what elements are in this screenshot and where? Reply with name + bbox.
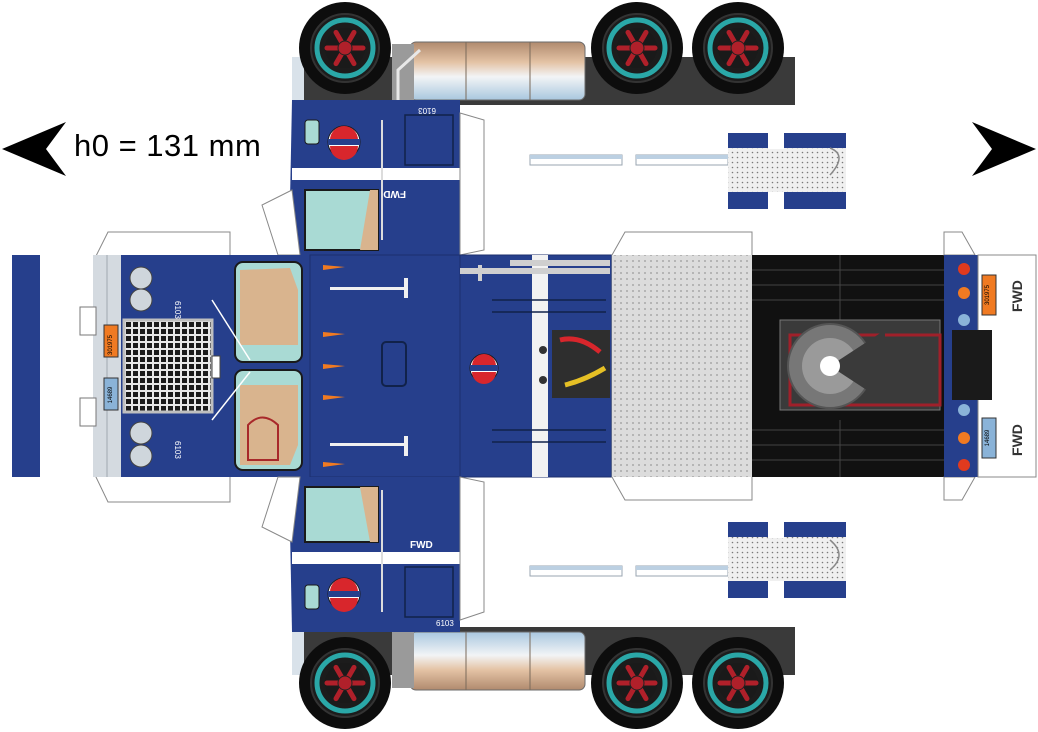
arrow-left-icon xyxy=(2,122,66,176)
plate-number-left-lower: 14689 xyxy=(108,386,114,403)
wheel-top-front xyxy=(299,2,391,94)
arrow-right-icon xyxy=(972,122,1036,176)
fwd-text-bottom: FWD xyxy=(410,540,433,551)
headlights-upper xyxy=(129,266,153,312)
emblem-logo-icon xyxy=(469,353,499,384)
cab-side-top: 6103 FWD xyxy=(290,100,460,255)
flaps-bottom xyxy=(261,476,485,621)
fwd-text-top: FWD xyxy=(383,188,406,199)
plate-number-rear-bottom: 14689 xyxy=(985,429,991,446)
plate-number-rear-top: 301975 xyxy=(985,284,991,305)
fwd-text-rear-bottom: FWD xyxy=(1009,424,1025,456)
stack-piece-top xyxy=(529,133,846,209)
rear-deck xyxy=(611,231,944,501)
wheel-bottom-rear-2 xyxy=(692,637,784,729)
unit-number-bottom: 6103 xyxy=(436,619,454,628)
wheel-bottom-front xyxy=(299,637,391,729)
cab-roof xyxy=(309,254,461,478)
scale-label: h0 = 131 mm xyxy=(74,128,262,163)
unit-number-top: 6103 xyxy=(418,106,436,115)
cab-rear-panel xyxy=(459,254,613,478)
wheel-top-rear-1 xyxy=(591,2,683,94)
cab-side-bottom: 6103 FWD xyxy=(290,477,460,632)
unit-number-hood-top: 6103 xyxy=(173,301,182,319)
wheels xyxy=(299,2,784,729)
emblem-logo-icon xyxy=(327,125,361,160)
rear-bumper-panel: 301975 14689 FWD FWD xyxy=(943,231,1037,501)
stack-piece-bottom xyxy=(529,522,846,598)
wheel-top-rear-2 xyxy=(692,2,784,94)
emblem-logo-icon xyxy=(327,577,361,612)
headlights-lower xyxy=(129,421,153,468)
hood-front: 301975 14689 6103 6103 xyxy=(12,255,230,477)
windshield-panel xyxy=(211,255,310,477)
fwd-text-rear-top: FWD xyxy=(1009,280,1025,312)
wheel-bottom-rear-1 xyxy=(591,637,683,729)
unit-number-hood-bottom: 6103 xyxy=(173,441,182,459)
plate-number-left: 301975 xyxy=(108,334,114,355)
